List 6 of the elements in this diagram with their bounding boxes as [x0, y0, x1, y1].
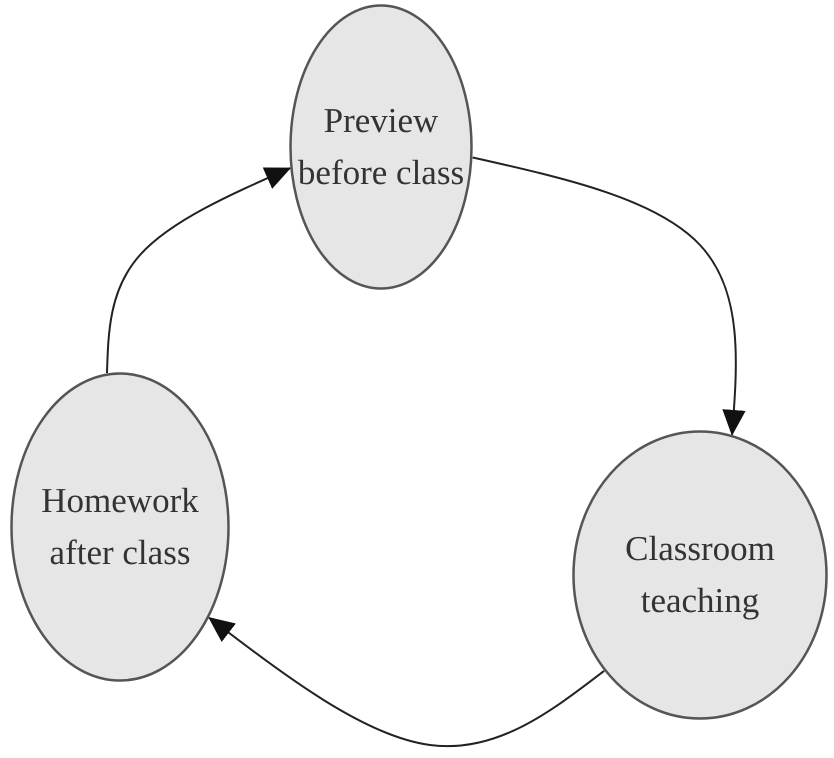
node-label: Classroom teaching [624, 528, 776, 622]
cycle-arrow [208, 616, 605, 748]
node-label: Preview before class [296, 100, 466, 194]
cycle-arrow [472, 156, 746, 436]
node-label: Homework after class [40, 480, 200, 574]
cycle-arrow [106, 167, 292, 374]
